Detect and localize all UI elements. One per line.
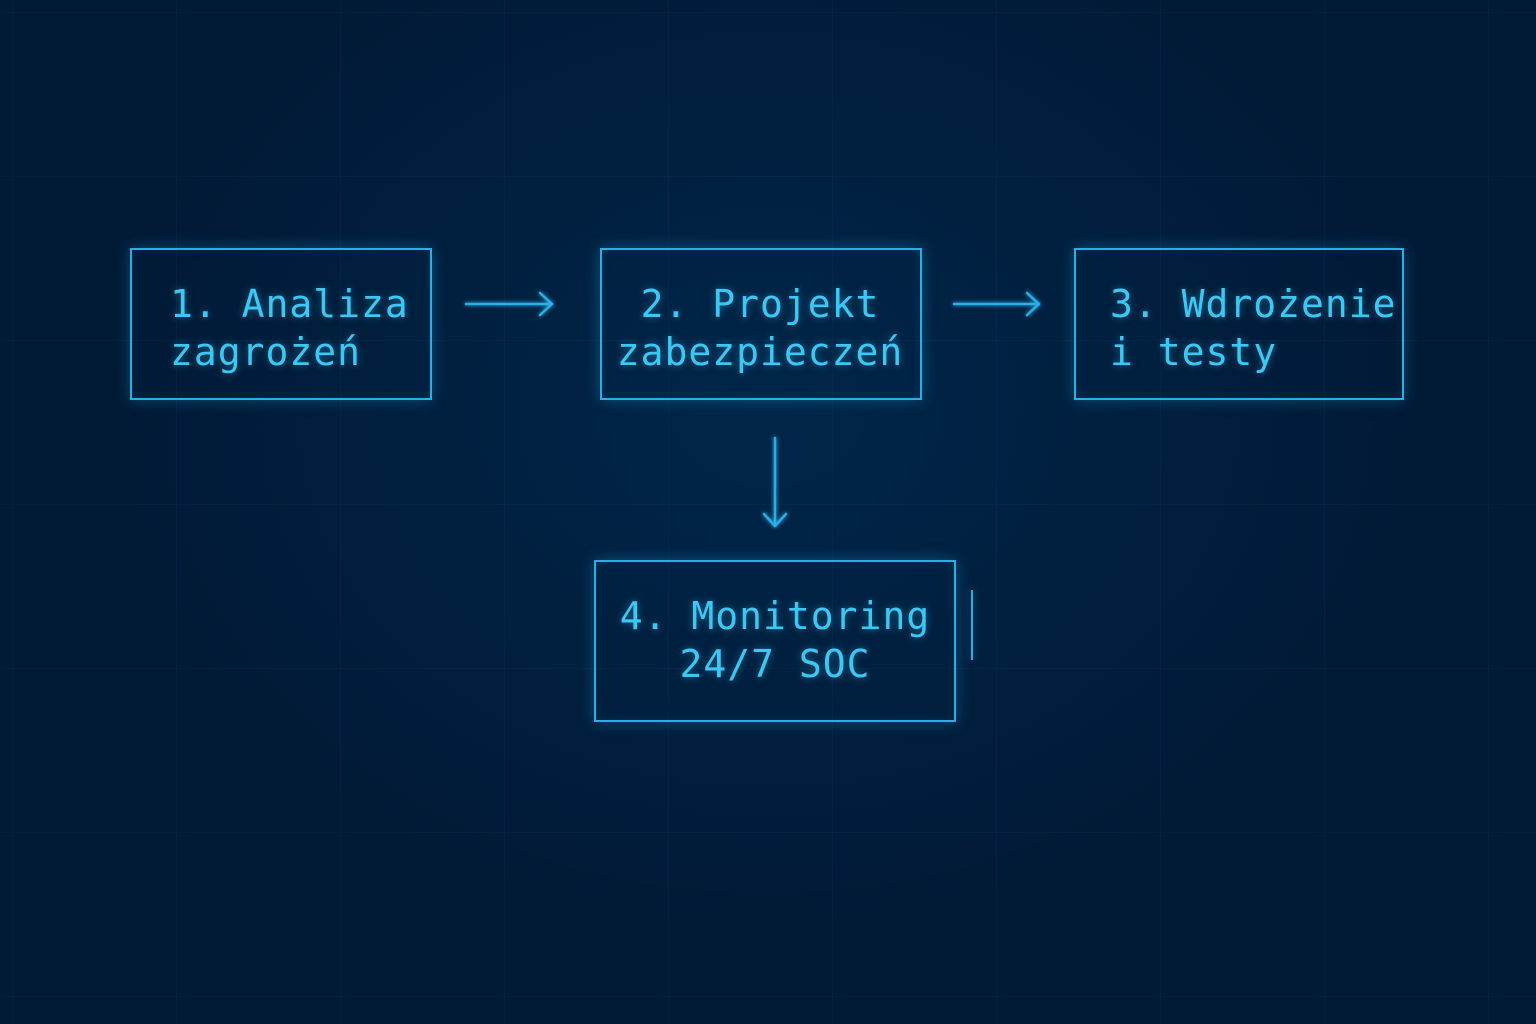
step-3-label-line-2: i testy (1110, 330, 1278, 374)
step-4-label-line-1: 4. Monitoring (619, 594, 931, 638)
step-2-label-line-2: zabezpieczeń (616, 330, 904, 374)
arrow-2-to-4 (762, 436, 788, 528)
step-2-box: 2. Projekt zabezpieczeń (600, 248, 922, 400)
arrow-1-to-2 (464, 291, 554, 317)
step-1-box: 1. Analiza zagrożeń (130, 248, 432, 400)
step-1-label-line-1: 1. Analiza (170, 282, 409, 326)
step-3-box: 3. Wdrożenie i testy (1074, 248, 1404, 400)
step-1-label-line-2: zagrożeń (170, 330, 362, 374)
arrow-2-to-3 (952, 291, 1041, 317)
step-4-side-bracket (971, 590, 973, 660)
step-4-label-line-2: 24/7 SOC (679, 642, 871, 686)
step-2-label-line-1: 2. Projekt (640, 282, 880, 326)
step-4-box: 4. Monitoring 24/7 SOC (594, 560, 956, 722)
step-3-label-line-1: 3. Wdrożenie (1110, 282, 1397, 326)
